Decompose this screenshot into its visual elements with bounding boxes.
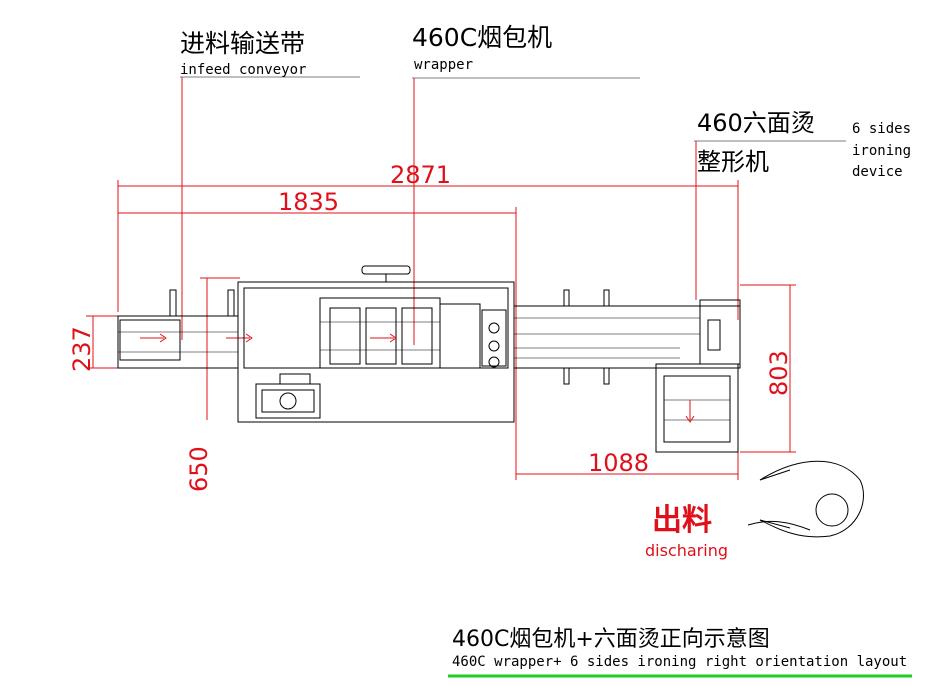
- wrapper-label-en: wrapper: [414, 57, 473, 73]
- dim-1835-label: 1835: [278, 188, 339, 216]
- caption-en: 460C wrapper+ 6 sides ironing right orie…: [452, 654, 907, 670]
- dim-650-label: 650: [185, 446, 213, 492]
- discharge-label-cn: 出料: [652, 503, 712, 538]
- ironing-label-cn-2: 整形机: [697, 148, 769, 176]
- transfer-conveyor: [513, 289, 741, 385]
- infeed-label-en: infeed conveyor: [180, 62, 306, 78]
- discharge-label-en: discharing: [645, 541, 728, 560]
- ironing-label-en-3: device: [852, 164, 903, 180]
- ironing-label-cn-1: 460六面烫: [697, 109, 815, 137]
- ironing-device: [655, 299, 741, 453]
- ironing-label-en-2: ironing: [852, 143, 911, 159]
- dim-803-label: 803: [765, 350, 793, 396]
- ironing-label-en-1: 6 sides: [852, 121, 911, 137]
- wrapper-machine: [237, 265, 515, 423]
- dim-2871-label: 2871: [390, 161, 451, 189]
- caption-cn: 460C烟包机+六面烫正向示意图: [452, 627, 770, 652]
- infeed-label-cn: 进料输送带: [180, 29, 305, 58]
- dim-1088-label: 1088: [588, 449, 649, 477]
- infeed-conveyor: [117, 289, 253, 369]
- dim-237-label: 237: [68, 326, 96, 372]
- operator-figure: [747, 460, 864, 538]
- wrapper-label-cn: 460C烟包机: [412, 23, 552, 52]
